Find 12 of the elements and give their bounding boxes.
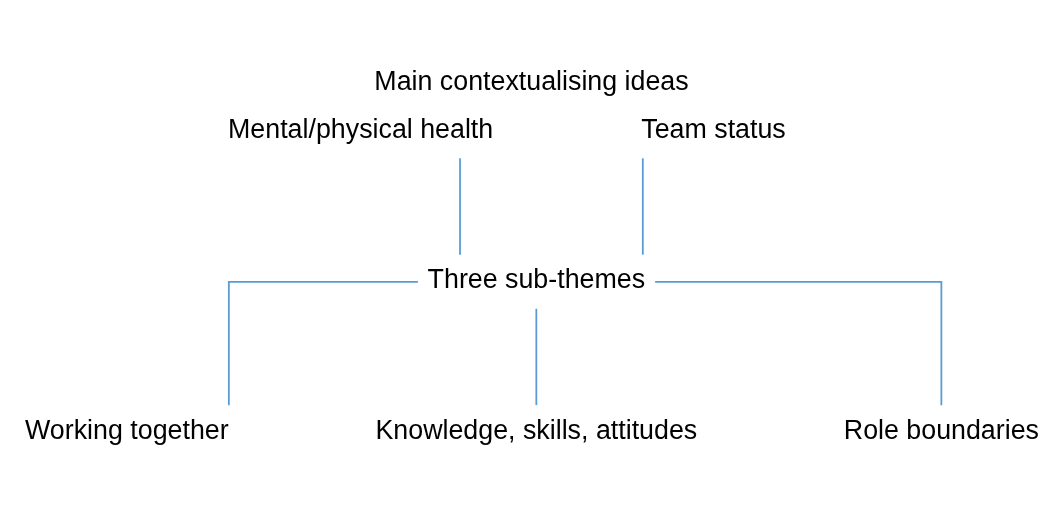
node-text: Team status <box>641 113 786 144</box>
connector <box>459 156 461 256</box>
node-text: Three sub-themes <box>427 263 646 294</box>
connector <box>654 280 943 406</box>
node-text: Role boundaries <box>843 414 1039 445</box>
connector <box>535 307 538 406</box>
connector <box>227 280 419 406</box>
node-text: Working together <box>25 414 229 445</box>
node-text: Knowledge, skills, attitudes <box>375 414 698 445</box>
connector <box>641 156 644 256</box>
diagram-title: Main contextualising ideas <box>374 65 689 96</box>
node-text: Mental/physical health <box>228 113 494 144</box>
